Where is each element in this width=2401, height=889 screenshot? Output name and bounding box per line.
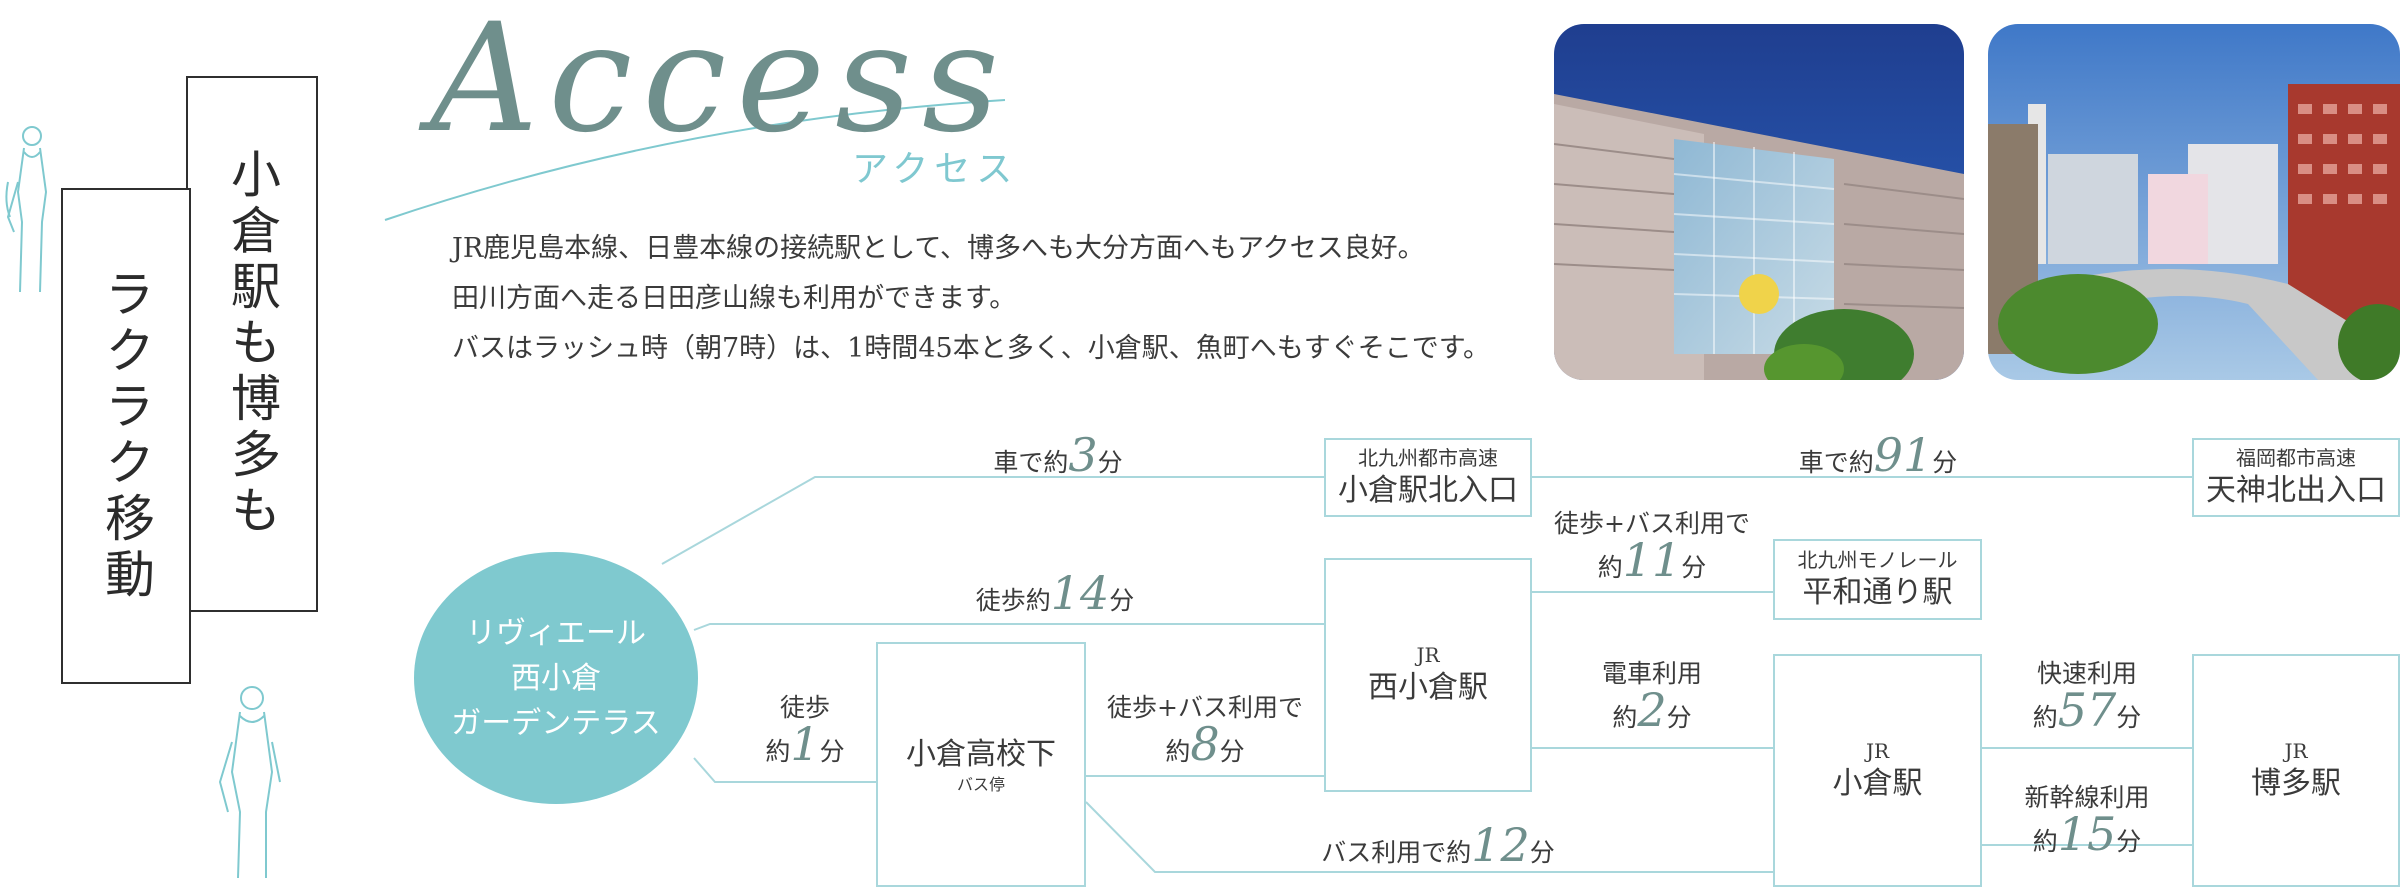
route-label-rapid-57: 快速利用 約57分: [2033, 656, 2142, 736]
node-sub: JR: [1865, 738, 1890, 763]
node-name: 天神北出入口: [2206, 472, 2386, 508]
route-label-car-3: 車で約3分: [993, 428, 1122, 482]
node-tenjin-kita-entrance: 福岡都市高速 天神北出入口: [2192, 438, 2400, 517]
access-kana-heading: アクセス: [852, 149, 1019, 190]
route-unit: 分: [819, 737, 845, 766]
route-unit: 分: [2116, 827, 2142, 856]
route-pre: 車で約: [993, 448, 1069, 477]
route-minutes: 14: [1050, 566, 1110, 620]
line-car-to-kokura-north: [661, 476, 1324, 565]
title-box-kokura-hakata: 小倉駅も博多も: [186, 76, 318, 612]
node-sub: 北九州モノレール: [1797, 547, 1958, 572]
route-minutes: 15: [2057, 807, 2117, 861]
route-pre2: 約: [2032, 703, 2058, 732]
line-walk-to-koukou: [693, 757, 876, 783]
node-name: 小倉駅: [1832, 765, 1923, 801]
route-label-walk-bus-11: 徒歩+バス利用で 約11分: [1554, 506, 1750, 586]
route-pre2: 約: [1597, 553, 1623, 582]
photo-city-monorail: [1988, 24, 2400, 380]
route-label-car-91: 車で約91分: [1799, 428, 1958, 482]
node-nishikokura-station: JR 西小倉駅: [1324, 558, 1532, 792]
route-pre: 新幹線利用: [2024, 783, 2150, 812]
person-illustration-woman: [5, 126, 48, 293]
route-label-walk-14: 徒歩約14分: [976, 566, 1135, 620]
route-unit: 分: [1666, 703, 1692, 732]
node-name: 小倉高校下: [906, 736, 1056, 772]
node-kokura-koukou-shita-bus-stop: 小倉高校下 バス停: [876, 642, 1086, 887]
access-swoosh-decoration: [384, 99, 1006, 221]
route-minutes: 8: [1190, 717, 1220, 771]
route-label-shinkansen-15: 新幹線利用 約15分: [2024, 780, 2149, 860]
route-minutes: 3: [1068, 428, 1098, 482]
route-pre: 徒歩: [779, 693, 830, 722]
route-pre2: 約: [765, 737, 791, 766]
title-line-2: ラクラク移動: [97, 268, 155, 604]
node-sub: バス停: [956, 774, 1005, 794]
node-name: 小倉駅北入口: [1338, 472, 1518, 508]
route-label-walk-1: 徒歩 約1分: [765, 690, 844, 770]
route-pre: 快速利用: [2036, 659, 2138, 688]
route-minutes: 1: [790, 717, 820, 771]
route-minutes: 57: [2057, 683, 2117, 737]
route-unit: 分: [1109, 586, 1135, 615]
access-script-heading: Access: [430, 0, 1010, 166]
route-pre2: 約: [1612, 703, 1638, 732]
route-unit: 分: [1529, 838, 1555, 867]
route-pre: 電車利用: [1601, 659, 1703, 688]
node-sub: 福岡都市高速: [2236, 445, 2356, 470]
node-sub: 北九州都市高速: [1358, 445, 1498, 470]
route-pre2: 約: [2032, 827, 2058, 856]
intro-line-3: バスはラッシュ時（朝7時）は、1時間45本と多く、小倉駅、魚町へもすぐそこです。: [452, 333, 1491, 364]
route-unit: 分: [2116, 703, 2142, 732]
node-sub: JR: [1416, 643, 1440, 667]
node-name: 博多駅: [2251, 765, 2341, 801]
person-illustration-man: [218, 686, 281, 879]
title-line-1: 小倉駅も博多も: [223, 148, 281, 540]
node-kokura-north-entrance: 北九州都市高速 小倉駅北入口: [1324, 438, 1532, 517]
node-name: 西小倉駅: [1368, 670, 1488, 705]
route-label-walk-bus-8: 徒歩+バス利用で 約8分: [1107, 690, 1303, 770]
node-kokura-station: JR 小倉駅: [1773, 654, 1982, 887]
line-koukou-to-kokura: [1085, 801, 1773, 873]
route-label-bus-12: バス利用で約12分: [1321, 818, 1555, 872]
route-pre: 徒歩+バス利用で: [1554, 509, 1750, 538]
origin-riviere-nishikokura-garden-terrace: リヴィエール 西小倉 ガーデンテラス: [414, 552, 698, 804]
route-pre: 徒歩約: [975, 586, 1051, 615]
route-unit: 分: [1219, 737, 1245, 766]
intro-line-1: JR鹿児島本線、日豊本線の接続駅として、博多へも大分方面へもアクセス良好。: [452, 233, 1425, 264]
origin-line-3: ガーデンテラス: [451, 705, 661, 741]
title-box-rakuraku: ラクラク移動: [61, 188, 191, 684]
route-unit: 分: [1932, 448, 1958, 477]
photo-kokura-station: [1554, 24, 1964, 380]
route-minutes: 2: [1637, 683, 1667, 737]
route-minutes: 12: [1471, 818, 1530, 872]
node-name: 平和通り駅: [1802, 574, 1953, 610]
route-pre: バス利用で約: [1321, 838, 1472, 867]
origin-line-2: 西小倉: [511, 660, 601, 696]
route-minutes: 11: [1622, 533, 1682, 587]
route-pre: 徒歩+バス利用で: [1107, 693, 1303, 722]
intro-text: JR鹿児島本線、日豊本線の接続駅として、博多へも大分方面へもアクセス良好。 田川…: [452, 224, 1490, 374]
route-pre: 車で約: [1798, 448, 1874, 477]
route-pre2: 約: [1165, 737, 1191, 766]
intro-line-2: 田川方面へ走る日田彦山線も利用ができます。: [452, 283, 1017, 314]
route-minutes: 91: [1873, 428, 1933, 482]
node-sub: JR: [2284, 738, 2308, 763]
origin-line-1: リヴィエール: [466, 615, 646, 651]
node-heiwadori-station: 北九州モノレール 平和通り駅: [1773, 539, 1982, 620]
route-unit: 分: [1681, 553, 1707, 582]
route-label-train-2: 電車利用 約2分: [1602, 656, 1702, 736]
route-unit: 分: [1097, 448, 1123, 477]
node-hakata-station: JR 博多駅: [2192, 654, 2400, 887]
line-walk-to-nishikokura: [693, 623, 1324, 631]
